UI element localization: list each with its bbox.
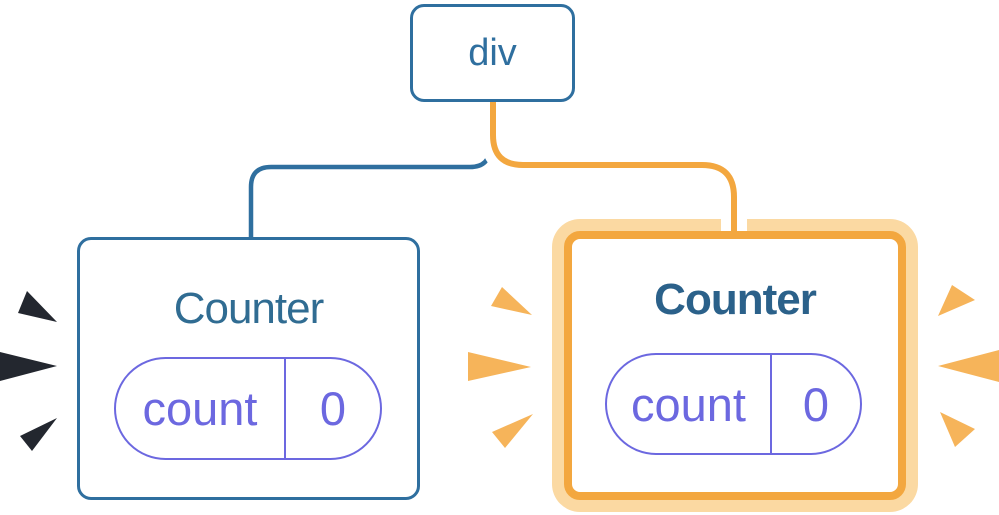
burst-mark bbox=[492, 414, 533, 448]
state-value: 0 bbox=[770, 355, 860, 453]
burst-marks-counter-2-right bbox=[938, 285, 999, 447]
edge-root-to-counter-1 bbox=[248, 102, 493, 240]
burst-mark bbox=[491, 287, 532, 315]
state-value: 0 bbox=[284, 359, 380, 458]
counter-card-1: Counter count 0 bbox=[77, 237, 420, 500]
burst-marks-counter-1 bbox=[0, 291, 57, 451]
counter-card-2-title: Counter bbox=[654, 275, 817, 324]
edge-root-to-counter-2-casing bbox=[480, 102, 747, 231]
edge-root-to-counter-2-highlighted bbox=[490, 102, 737, 238]
state-pill-1: count 0 bbox=[114, 357, 382, 460]
counter-card-2-highlighted: Counter count 0 bbox=[564, 231, 906, 500]
burst-mark bbox=[18, 291, 57, 322]
state-key-label: count bbox=[631, 377, 746, 431]
burst-mark bbox=[938, 350, 999, 382]
counter-card-1-title: Counter bbox=[173, 284, 325, 333]
state-key-label: count bbox=[142, 382, 258, 435]
burst-mark bbox=[0, 352, 57, 381]
burst-mark bbox=[20, 418, 57, 451]
state-pill-2: count 0 bbox=[605, 353, 862, 455]
burst-mark bbox=[938, 285, 975, 316]
burst-marks-counter-2-left bbox=[468, 287, 533, 448]
root-node: div bbox=[410, 4, 575, 102]
burst-mark bbox=[940, 412, 975, 447]
burst-mark bbox=[468, 352, 531, 381]
root-node-label: div bbox=[468, 31, 517, 74]
